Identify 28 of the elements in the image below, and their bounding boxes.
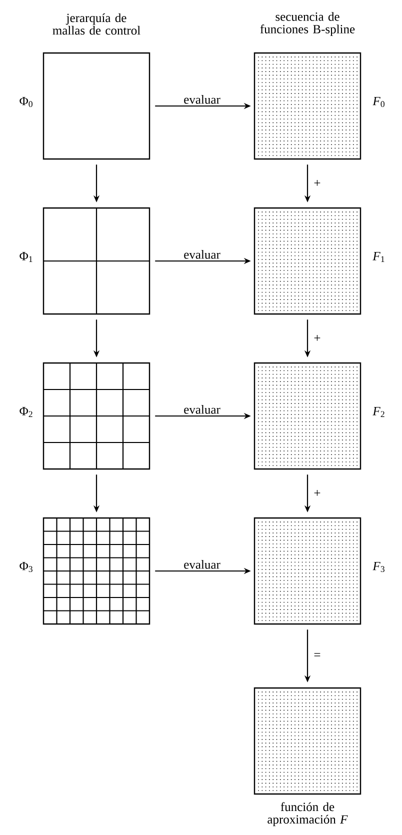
symbol-label: F$_{3}$ bbox=[372, 562, 384, 572]
caption-text: función de aproximación F bbox=[268, 802, 348, 826]
dotted-box bbox=[254, 52, 362, 160]
edge-label: + bbox=[312, 334, 322, 344]
symbol-label: F$_{1}$ bbox=[372, 252, 384, 262]
symbol-label: Φ$_{1}$ bbox=[20, 252, 32, 262]
grid-box bbox=[42, 517, 150, 625]
column-heading: jerarquía de mallas de control bbox=[52, 13, 140, 35]
dotted-box bbox=[254, 517, 362, 625]
symbol-label: Φ$_{0}$ bbox=[20, 96, 32, 108]
symbol-label: Φ$_{2}$ bbox=[20, 407, 32, 417]
grid-box bbox=[42, 207, 150, 315]
grid-box bbox=[42, 362, 150, 470]
edge-label: = bbox=[312, 652, 322, 660]
grid-box bbox=[42, 52, 150, 160]
edge-label: evaluar bbox=[182, 559, 222, 570]
column-heading: secuencia de funciones B-spline bbox=[260, 12, 355, 36]
edge-label: evaluar bbox=[182, 94, 222, 105]
dotted-box bbox=[254, 687, 362, 795]
dotted-box bbox=[254, 362, 362, 470]
edge-label: evaluar bbox=[182, 249, 222, 260]
edge-label: + bbox=[312, 488, 322, 498]
symbol-label: F$_{0}$ bbox=[372, 96, 384, 108]
edge-label: evaluar bbox=[182, 404, 222, 415]
symbol-label: F$_{2}$ bbox=[372, 407, 384, 417]
edge-label: + bbox=[312, 178, 322, 188]
symbol-label: Φ$_{3}$ bbox=[20, 562, 32, 572]
dotted-box bbox=[254, 207, 362, 315]
